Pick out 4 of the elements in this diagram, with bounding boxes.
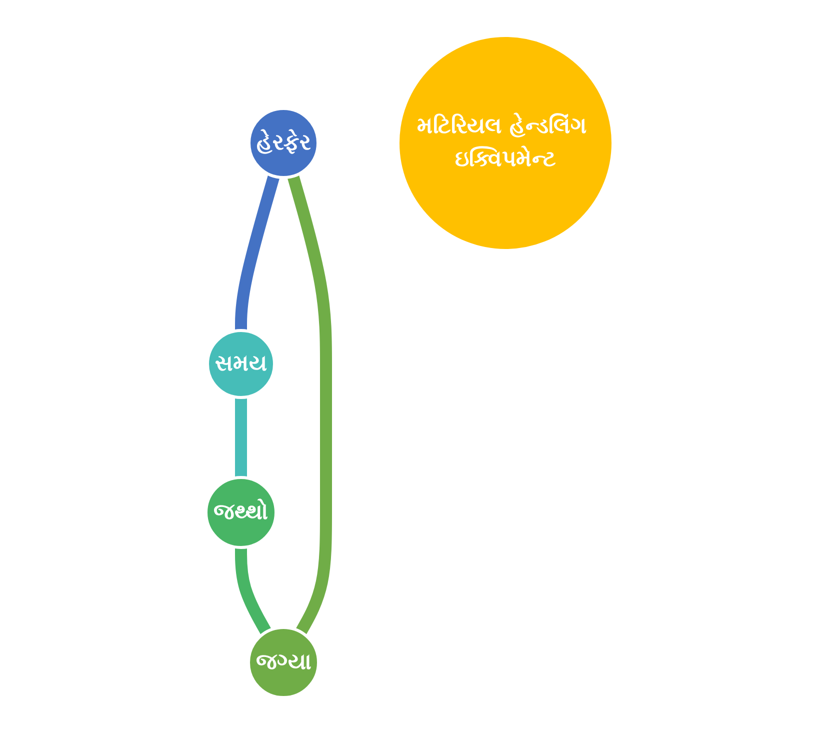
connector bbox=[234, 548, 271, 635]
connector bbox=[234, 174, 280, 330]
connector bbox=[234, 398, 246, 478]
connector bbox=[286, 174, 332, 635]
